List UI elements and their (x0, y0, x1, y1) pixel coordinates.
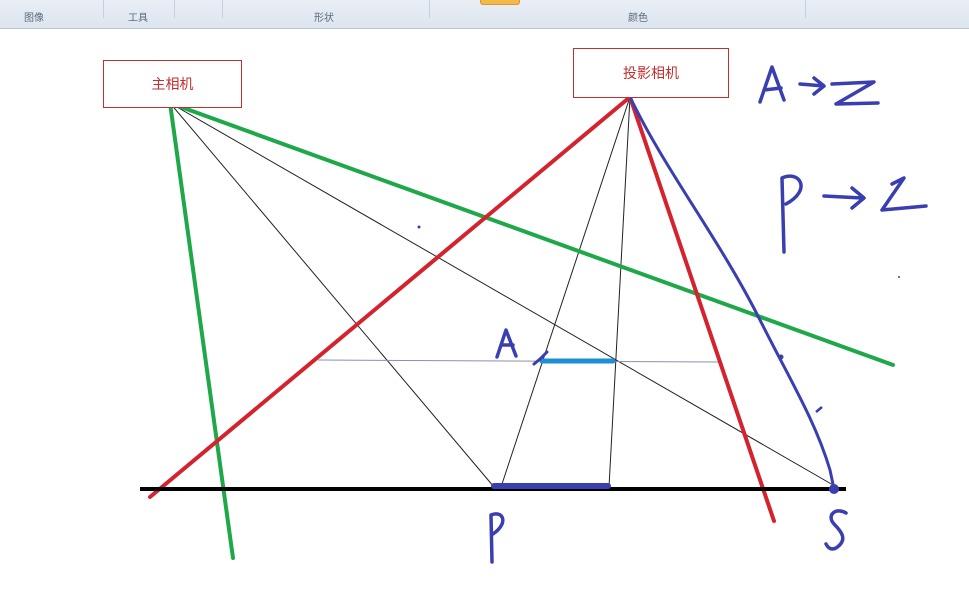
ray-main-to-s (169, 102, 841, 490)
segment-a-hook (532, 350, 549, 366)
sketch-drawing (140, 65, 928, 564)
green-frustum-left (168, 101, 235, 560)
main-camera-label[interactable]: 主相机 (103, 60, 242, 108)
stray-dot (417, 225, 421, 229)
handwritten-s (824, 509, 848, 551)
red-frustum-left (148, 95, 632, 499)
drawing-canvas[interactable]: 主相机 投影相机 (0, 29, 969, 603)
ribbon-group-shapes[interactable]: 形状 (314, 13, 334, 24)
ribbon-separator (103, 0, 104, 18)
blue-curve-mark (815, 406, 823, 413)
ribbon-separator (174, 0, 175, 18)
handwritten-a (495, 328, 518, 359)
handwritten-a-to-z (758, 65, 880, 106)
blue-curve (628, 95, 836, 491)
ribbon-separator (429, 0, 430, 18)
ray-main-to-p (169, 102, 495, 488)
ribbon-group-colors[interactable]: 颜色 (628, 13, 648, 24)
ray-projector-to-segment-end (608, 96, 631, 488)
ribbon-group-tools[interactable]: 工具 (128, 13, 148, 24)
selected-color-swatch[interactable] (480, 0, 520, 5)
ribbon-separator (805, 0, 806, 18)
point-s-dot (829, 484, 839, 494)
ribbon-group-image[interactable]: 图像 (24, 13, 44, 24)
stray-dot (898, 276, 900, 278)
green-frustum-right (168, 101, 895, 367)
ribbon-toolbar: 图像 工具 形状 颜色 (0, 0, 969, 29)
blue-curve-tick (778, 354, 784, 360)
projector-camera-label[interactable]: 投影相机 (573, 48, 729, 98)
red-frustum-right (628, 95, 776, 523)
ray-projector-to-p (500, 96, 631, 488)
handwritten-p (489, 512, 505, 564)
horizontal-guide-a (317, 359, 721, 363)
ribbon-separator (222, 0, 223, 18)
handwritten-p-to-z (780, 174, 928, 254)
